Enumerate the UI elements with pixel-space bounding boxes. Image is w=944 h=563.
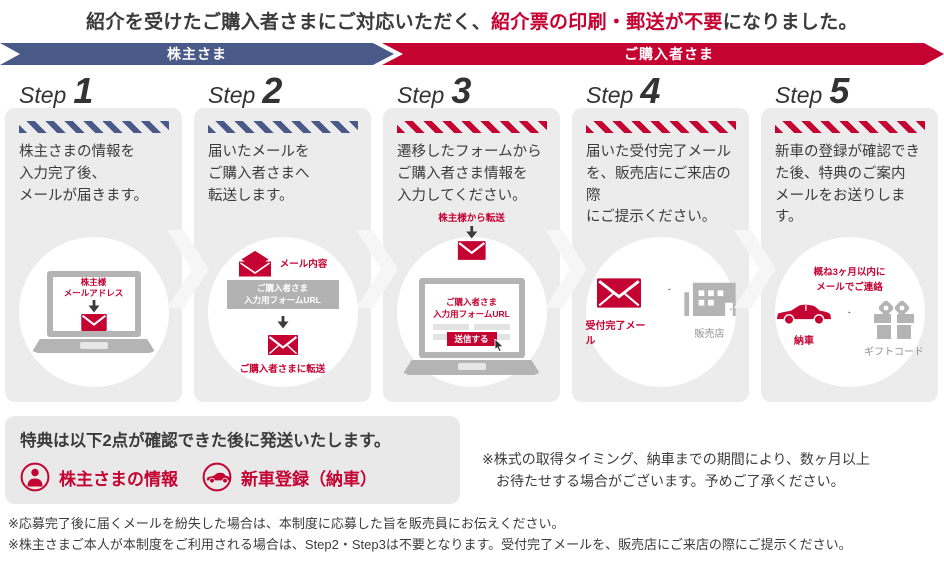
step-word: Step [19, 82, 67, 108]
hatch-divider [586, 121, 736, 133]
step-2-heading: Step 2 [194, 70, 371, 111]
benefit-shareholder-info: 株主さまの情報 [20, 462, 178, 492]
role-banner: 株主さま ご購入者さま [0, 43, 944, 65]
step-2-card: 届いたメールを ご購入者さまへ 転送します。 メール内容 [194, 108, 371, 402]
title-part1: 紹介を受けたご購入者さまにご対応いただく、 [86, 12, 492, 33]
step-word: Step [397, 82, 445, 108]
next-step-chevron-icon [167, 230, 209, 308]
step-4-heading: Step 4 [572, 70, 749, 111]
step-word: Step [208, 82, 256, 108]
down-arrow-icon [277, 316, 288, 329]
step-number: 2 [262, 70, 283, 111]
step-number: 4 [640, 70, 661, 111]
benefits-box: 特典は以下2点が確認できた後に発送いたします。 株主さまの情報 [5, 416, 460, 504]
bottom-section: 特典は以下2点が確認できた後に発送いたします。 株主さまの情報 [5, 416, 939, 504]
forward-label: ご購入者さまに転送 [239, 364, 326, 376]
stock-timing-note: ※株式の取得タイミング、納車までの期間により、数ヶ月以上 お待たせする場合がござ… [482, 451, 870, 490]
banner-label-shareholder: 株主さま [167, 46, 227, 62]
mail-icon [597, 277, 642, 308]
hatch-divider [397, 121, 547, 133]
down-arrow-icon [465, 226, 477, 239]
mail-icon [267, 335, 298, 356]
step-word: Step [586, 82, 634, 108]
hatch-divider [19, 121, 169, 133]
shareholder-arrow-shape [0, 43, 394, 65]
banner-arrows [0, 43, 944, 65]
step-3-description: 遷移したフォームから ご購入者さま情報を 入力してください。 [397, 144, 542, 204]
screen-label: 株主様 メールアドレス [63, 277, 124, 299]
next-step-chevron-icon [545, 230, 587, 308]
right-arrow-icon [668, 288, 671, 290]
step-1-card: 株主さまの情報を 入力完了後、 メールが届きます。 株主様 メールアドレス [5, 108, 182, 402]
step-4-description: 届いた受付完了メール を、販売店にご来店の際 にご提示ください。 [586, 144, 731, 226]
mail-icon [80, 314, 107, 331]
banner-label-purchaser: ご購入者さま [624, 46, 714, 62]
open-mail-icon [238, 248, 272, 277]
footnotes: ※応募完了後に届くメールを紛失した場合は、本制度に応募した旨を販売員にお伝えくだ… [8, 513, 939, 556]
gift-code-label: ギフトコード [864, 346, 924, 358]
footnote-lost-mail: ※応募完了後に届くメールを紛失した場合は、本制度に応募した旨を販売員にお伝えくだ… [8, 516, 565, 531]
hatch-divider [775, 121, 925, 133]
right-arrow-icon [848, 311, 851, 313]
gift-icon [874, 300, 914, 339]
benefit-label: 新車登録（納車） [241, 469, 377, 489]
step-cards-row: Step 1 株主さまの情報を 入力完了後、 メールが届きます。 株主様 メール… [0, 70, 944, 402]
contact-note: 概ね3ヶ月以内に メールでご連絡 [813, 267, 886, 293]
step-number: 3 [451, 70, 472, 111]
laptop-icon: 株主様 メールアドレス [32, 271, 155, 353]
step-4-column: Step 4 届いた受付完了メール を、販売店にご来店の際 にご提示ください。 … [572, 70, 749, 402]
page-title: 紹介を受けたご購入者さまにご対応いただく、紹介票の印刷・郵送が不要になりました。 [0, 0, 944, 34]
step-5-description: 新車の登録が確認でき た後、特典のご案内 メールをお送りします。 [775, 144, 920, 226]
cursor-icon [494, 338, 504, 352]
hatch-divider [208, 121, 358, 133]
benefits-title: 特典は以下2点が確認できた後に発送いたします。 [20, 432, 391, 450]
store-icon [683, 282, 736, 316]
step-2-illustration: メール内容 ご購入者さま 入力用フォームURL ご購入者さまに転送 [207, 237, 358, 387]
mail-icon [457, 241, 486, 260]
step-3-card: 遷移したフォームから ご購入者さま情報を 入力してください。 株主様から転送 ご… [383, 108, 560, 402]
step-5-card: 新車の登録が確認でき た後、特典のご案内 メールをお送りします。 概ね3ヶ月以内… [761, 108, 938, 402]
step-number: 1 [73, 70, 94, 111]
next-step-chevron-icon [356, 230, 398, 308]
step-5-heading: Step 5 [761, 70, 938, 111]
forwarded-from-label: 株主様から転送 [438, 213, 505, 224]
store-label: 販売店 [694, 328, 725, 340]
title-highlight: 紹介票の印刷・郵送が不要 [491, 12, 723, 33]
step-3-column: Step 3 遷移したフォームから ご購入者さま情報を 入力してください。 株主… [383, 70, 560, 402]
car-icon [776, 304, 832, 325]
mail-content-label: メール内容 [279, 258, 328, 270]
down-arrow-icon [88, 300, 99, 313]
form-title: ご購入者さま 入力用フォームURL [433, 297, 510, 319]
step-number: 5 [829, 70, 850, 111]
step-5-column: Step 5 新車の登録が確認でき た後、特典のご案内 メールをお送りします。 … [761, 70, 938, 402]
step-1-heading: Step 1 [5, 70, 182, 111]
car-icon [202, 462, 232, 492]
benefit-new-car-registration: 新車登録（納車） [202, 462, 377, 492]
step-word: Step [775, 82, 823, 108]
step-3-heading: Step 3 [383, 70, 560, 111]
step-2-column: Step 2 届いたメールを ご購入者さまへ 転送します。 [194, 70, 371, 402]
benefit-label: 株主さまの情報 [59, 469, 178, 489]
step-1-illustration: 株主様 メールアドレス [18, 237, 169, 387]
delivery-label: 納車 [794, 335, 814, 347]
step-2-description: 届いたメールを ご購入者さまへ 転送します。 [208, 144, 310, 204]
step-1-description: 株主さまの情報を 入力完了後、 メールが届きます。 [19, 144, 149, 204]
step-4-card: 届いた受付完了メール を、販売店にご来店の際 にご提示ください。 受付完了メール [572, 108, 749, 402]
completion-mail-label: 受付完了メール [585, 320, 646, 347]
form-url-box: ご購入者さま 入力用フォームURL [226, 279, 339, 310]
laptop-icon: ご購入者さま 入力用フォームURL 送信する [403, 278, 540, 375]
purchaser-arrow-shape [382, 43, 944, 65]
title-part2: になりました。 [722, 12, 858, 33]
next-step-chevron-icon [734, 230, 776, 308]
person-icon [20, 462, 50, 492]
footnote-self-use: ※株主さまご本人が本制度をご利用される場合は、Step2・Step3は不要となり… [8, 537, 852, 553]
step-4-illustration: 受付完了メール [585, 237, 736, 387]
step-3-illustration: ご購入者さま 入力用フォームURL 送信する [396, 237, 547, 387]
step-5-illustration: 概ね3ヶ月以内に メールでご連絡 納車 [774, 237, 925, 387]
submit-button: 送信する [446, 331, 497, 346]
step-1-column: Step 1 株主さまの情報を 入力完了後、 メールが届きます。 株主様 メール… [5, 70, 182, 402]
